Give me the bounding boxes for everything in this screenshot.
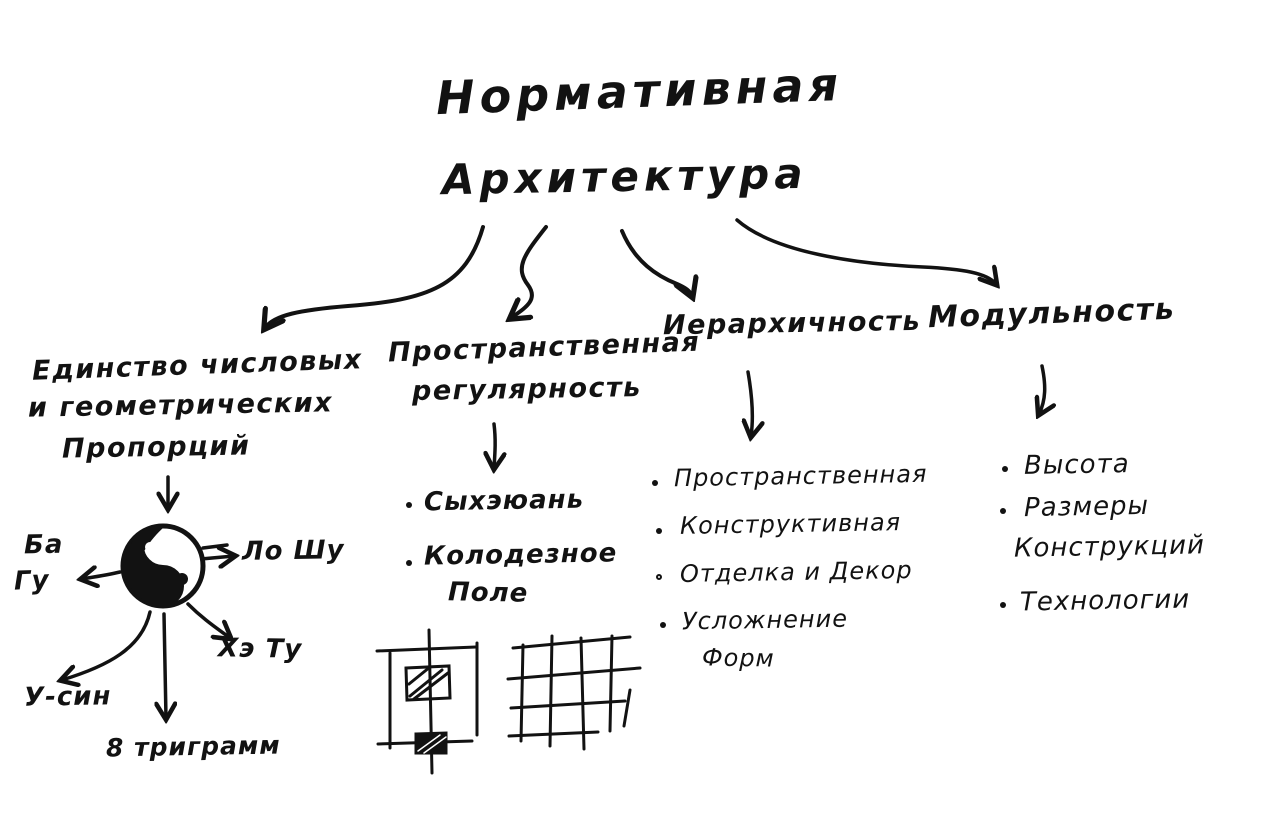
- bullet-icon: [1002, 466, 1008, 472]
- branch1-heading-line2: и геометрических: [27, 387, 334, 424]
- diagram-title-line1: Нормативная: [435, 56, 844, 126]
- courtyard-plan-sketch: [375, 628, 479, 775]
- branch1-heading-line1: Единство числовых: [31, 344, 364, 387]
- branch2-heading-line1: Пространственная: [387, 326, 701, 369]
- node-loshu: Ло Шу: [241, 535, 345, 567]
- bullet-icon: [656, 574, 662, 580]
- node-bagua-line2: Гу: [13, 565, 51, 597]
- arrow-yinyang-to-usin: [62, 610, 152, 680]
- branch3-item-constructive: Конструктивная: [679, 508, 902, 540]
- arrow-branch3-to-items: [748, 370, 752, 436]
- bullet-icon: [1000, 508, 1006, 514]
- arrow-yinyang-to-bagua: [82, 572, 122, 579]
- arrow-title-to-branch2: [511, 225, 548, 318]
- bullet-icon: [660, 622, 666, 628]
- branch4-item-height: Высота: [1023, 449, 1130, 481]
- bullet-icon: [406, 560, 412, 566]
- arrow-branch2-to-items: [494, 422, 495, 468]
- branch2-item-siheyuan: Сыхэюань: [423, 484, 585, 518]
- branch4-item-sizes-line2: Конструкций: [1013, 530, 1206, 564]
- node-hetu: Хэ Ту: [217, 633, 303, 665]
- arrow-title-to-branch3: [620, 229, 692, 296]
- branch1-heading-line3: Пропорций: [61, 430, 251, 465]
- branch3-item-spatial: Пространственная: [673, 459, 928, 493]
- arrow-yinyang-to-loshu: [199, 556, 234, 559]
- bullet-icon: [406, 502, 412, 508]
- branch4-item-technologies: Технологии: [1019, 584, 1191, 618]
- branch3-item-form-complexity-line1: Усложнение: [681, 604, 849, 636]
- branch3-item-finish-decor: Отделка и Декор: [679, 555, 913, 589]
- branch2-item-well-field-line2: Поле: [447, 577, 529, 609]
- diagram-title-line2: Архитектура: [441, 148, 808, 205]
- branch3-heading: Иерархичность: [662, 305, 922, 342]
- arrow-title-to-branch4: [735, 218, 996, 284]
- branch2-item-well-field-line1: Колодезное: [423, 538, 618, 572]
- node-eight-trigrams: 8 триграмм: [105, 730, 281, 763]
- arrow-yinyang-to-loshu-upper: [201, 543, 229, 550]
- branch2-heading-line2: регулярность: [411, 371, 642, 408]
- bullet-icon: [1000, 602, 1006, 608]
- node-usin: У-син: [23, 681, 112, 713]
- bullet-icon: [652, 480, 658, 486]
- branch3-item-form-complexity-line2: Форм: [701, 643, 775, 673]
- arrow-branch4-to-items: [1039, 364, 1045, 414]
- branch4-heading: Модульность: [927, 291, 1176, 336]
- yin-yang-icon: [120, 523, 206, 609]
- branch4-item-sizes-line1: Размеры: [1023, 490, 1150, 524]
- bullet-icon: [656, 528, 662, 534]
- arrow-title-to-branch1: [265, 225, 485, 328]
- nine-square-grid-sketch: [506, 634, 642, 751]
- node-bagua-line1: Ба: [23, 529, 64, 561]
- arrow-yinyang-to-trigrams: [164, 612, 166, 718]
